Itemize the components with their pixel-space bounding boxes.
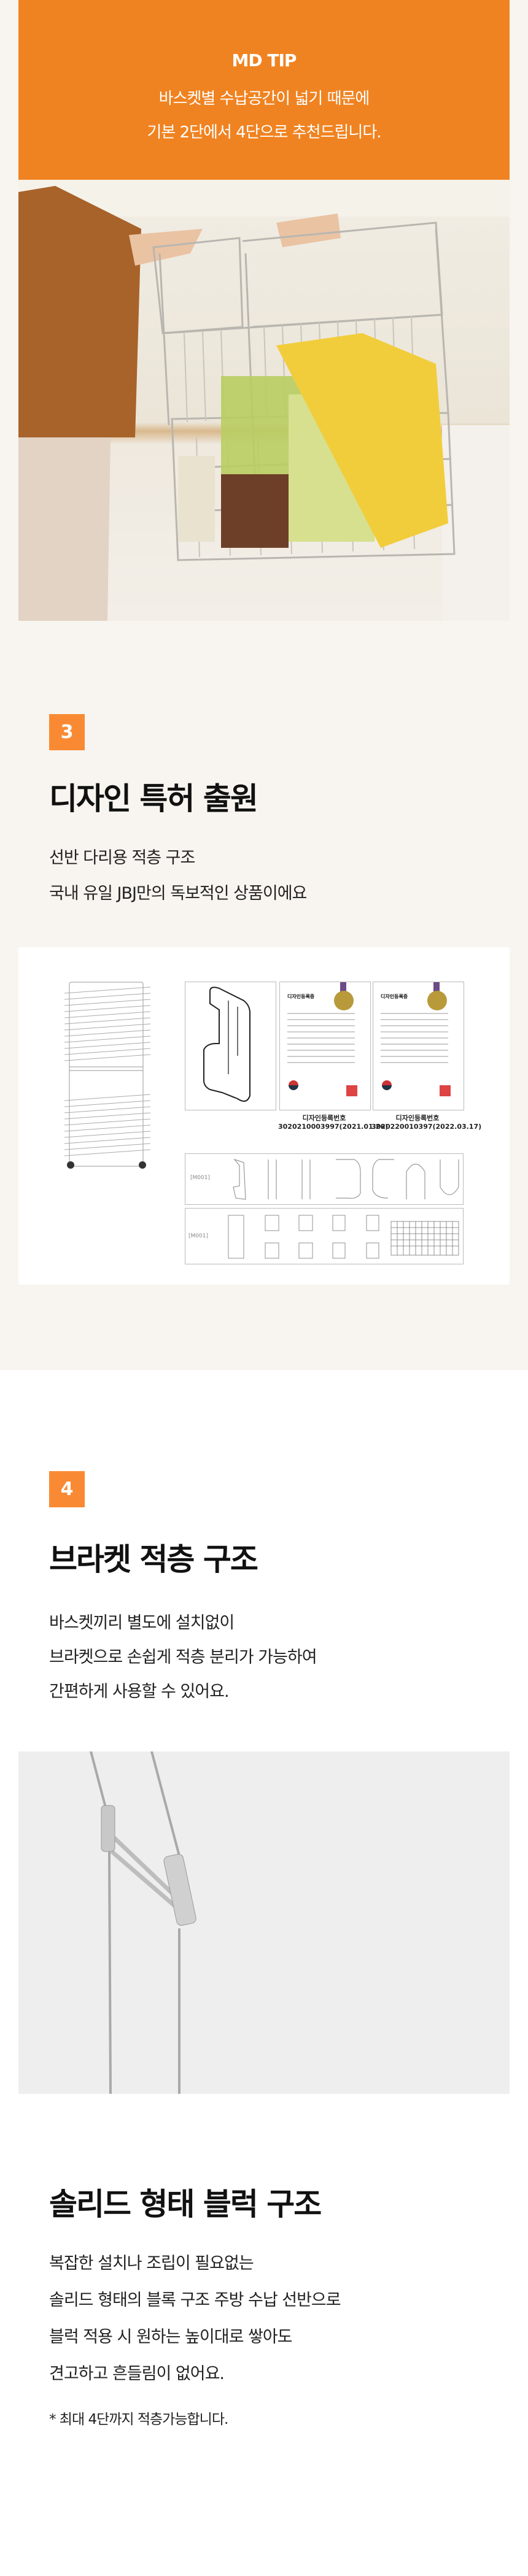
official-stamp-icon <box>440 1085 451 1096</box>
section-description: 선반 다리용 적층 구조 국내 유일 JBJ만의 독보적인 상품이에요 <box>49 840 307 912</box>
gold-seal-icon <box>334 991 354 1010</box>
md-tip-heading: MD TIP <box>231 50 297 71</box>
bracket-drawing <box>185 982 276 1110</box>
certificate-number-label: 디자인등록번호 <box>395 1114 440 1122</box>
certificate-number: 디자인등록번호 3020210003997(2021.01.26) <box>278 1114 389 1131</box>
design-drawing-strip: [M001] <box>185 1153 464 1205</box>
certificate-number-label: 디자인등록번호 <box>302 1114 346 1122</box>
design-registration-certificate: 디자인등록증 <box>279 982 371 1110</box>
product-photo-kitchen-basket <box>18 180 510 621</box>
kipo-logo-icon <box>382 1080 392 1090</box>
stacking-note: * 최대 4단까지 적층가능합니다. <box>49 2412 228 2428</box>
description-line: 복잡한 설치나 조립이 필요없는 <box>49 2254 254 2273</box>
description-line: 브라켓으로 손쉽게 적층 분리가 가능하여 <box>49 1648 317 1667</box>
certificate-number-value: 3020210003997(2021.01.26) <box>278 1123 389 1131</box>
certificate-title: 디자인등록증 <box>381 994 408 999</box>
description-line: 국내 유일 JBJ만의 독보적인 상품이에요 <box>49 884 307 903</box>
bracket-closeup-photo <box>18 1751 510 2094</box>
md-tip-line: 바스켓별 수납공간이 넓기 때문에 <box>158 90 370 108</box>
description-line: 견고하고 흔들림이 없어요. <box>49 2364 225 2383</box>
design-registration-certificate: 디자인등록증 <box>373 982 464 1110</box>
kipo-logo-icon <box>289 1080 298 1090</box>
patent-certificates-panel: 디자인등록증 디자인등록증 디자인등록번호 3020210003997(2021… <box>18 947 510 1285</box>
shelf-line-drawing <box>64 982 150 1169</box>
section-number-badge: 3 <box>49 714 85 750</box>
drawing-code: [M001] <box>190 1175 210 1181</box>
section-title: 브라켓 적층 구조 <box>49 1542 258 1577</box>
section-description: 바스켓끼리 별도에 설치없이 브라켓으로 손쉽게 적층 분리가 가능하여 간편하… <box>49 1606 317 1709</box>
section-title: 솔리드 형태 블럭 구조 <box>49 2186 322 2222</box>
certificate-number-value: 3020220010397(2022.03.17) <box>371 1123 482 1131</box>
description-line: 선반 다리용 적층 구조 <box>49 848 195 867</box>
certificate-title: 디자인등록증 <box>287 994 315 999</box>
section-number-badge: 4 <box>49 1471 85 1507</box>
official-stamp-icon <box>346 1085 357 1096</box>
section-title: 디자인 특허 출원 <box>49 781 258 817</box>
drawing-code: [M001] <box>188 1233 208 1239</box>
description-line: 바스켓끼리 별도에 설치없이 <box>49 1613 235 1632</box>
description-line: 블럭 적용 시 원하는 높이대로 쌓아도 <box>49 2328 293 2347</box>
md-tip-line: 기본 2단에서 4단으로 추천드립니다. <box>147 123 381 142</box>
gold-seal-icon <box>427 991 447 1010</box>
md-tip-banner: MD TIP 바스켓별 수납공간이 넓기 때문에 기본 2단에서 4단으로 추천… <box>18 0 510 183</box>
certificate-number: 디자인등록번호 3020220010397(2022.03.17) <box>371 1114 482 1131</box>
section-description: 복잡한 설치나 조립이 필요없는 솔리드 형태의 블록 구조 주방 수납 선반으… <box>49 2245 341 2393</box>
design-drawing-strip: [M001] <box>185 1208 464 1264</box>
description-line: 솔리드 형태의 블록 구조 주방 수납 선반으로 <box>49 2291 341 2310</box>
description-line: 간편하게 사용할 수 있어요. <box>49 1682 230 1701</box>
